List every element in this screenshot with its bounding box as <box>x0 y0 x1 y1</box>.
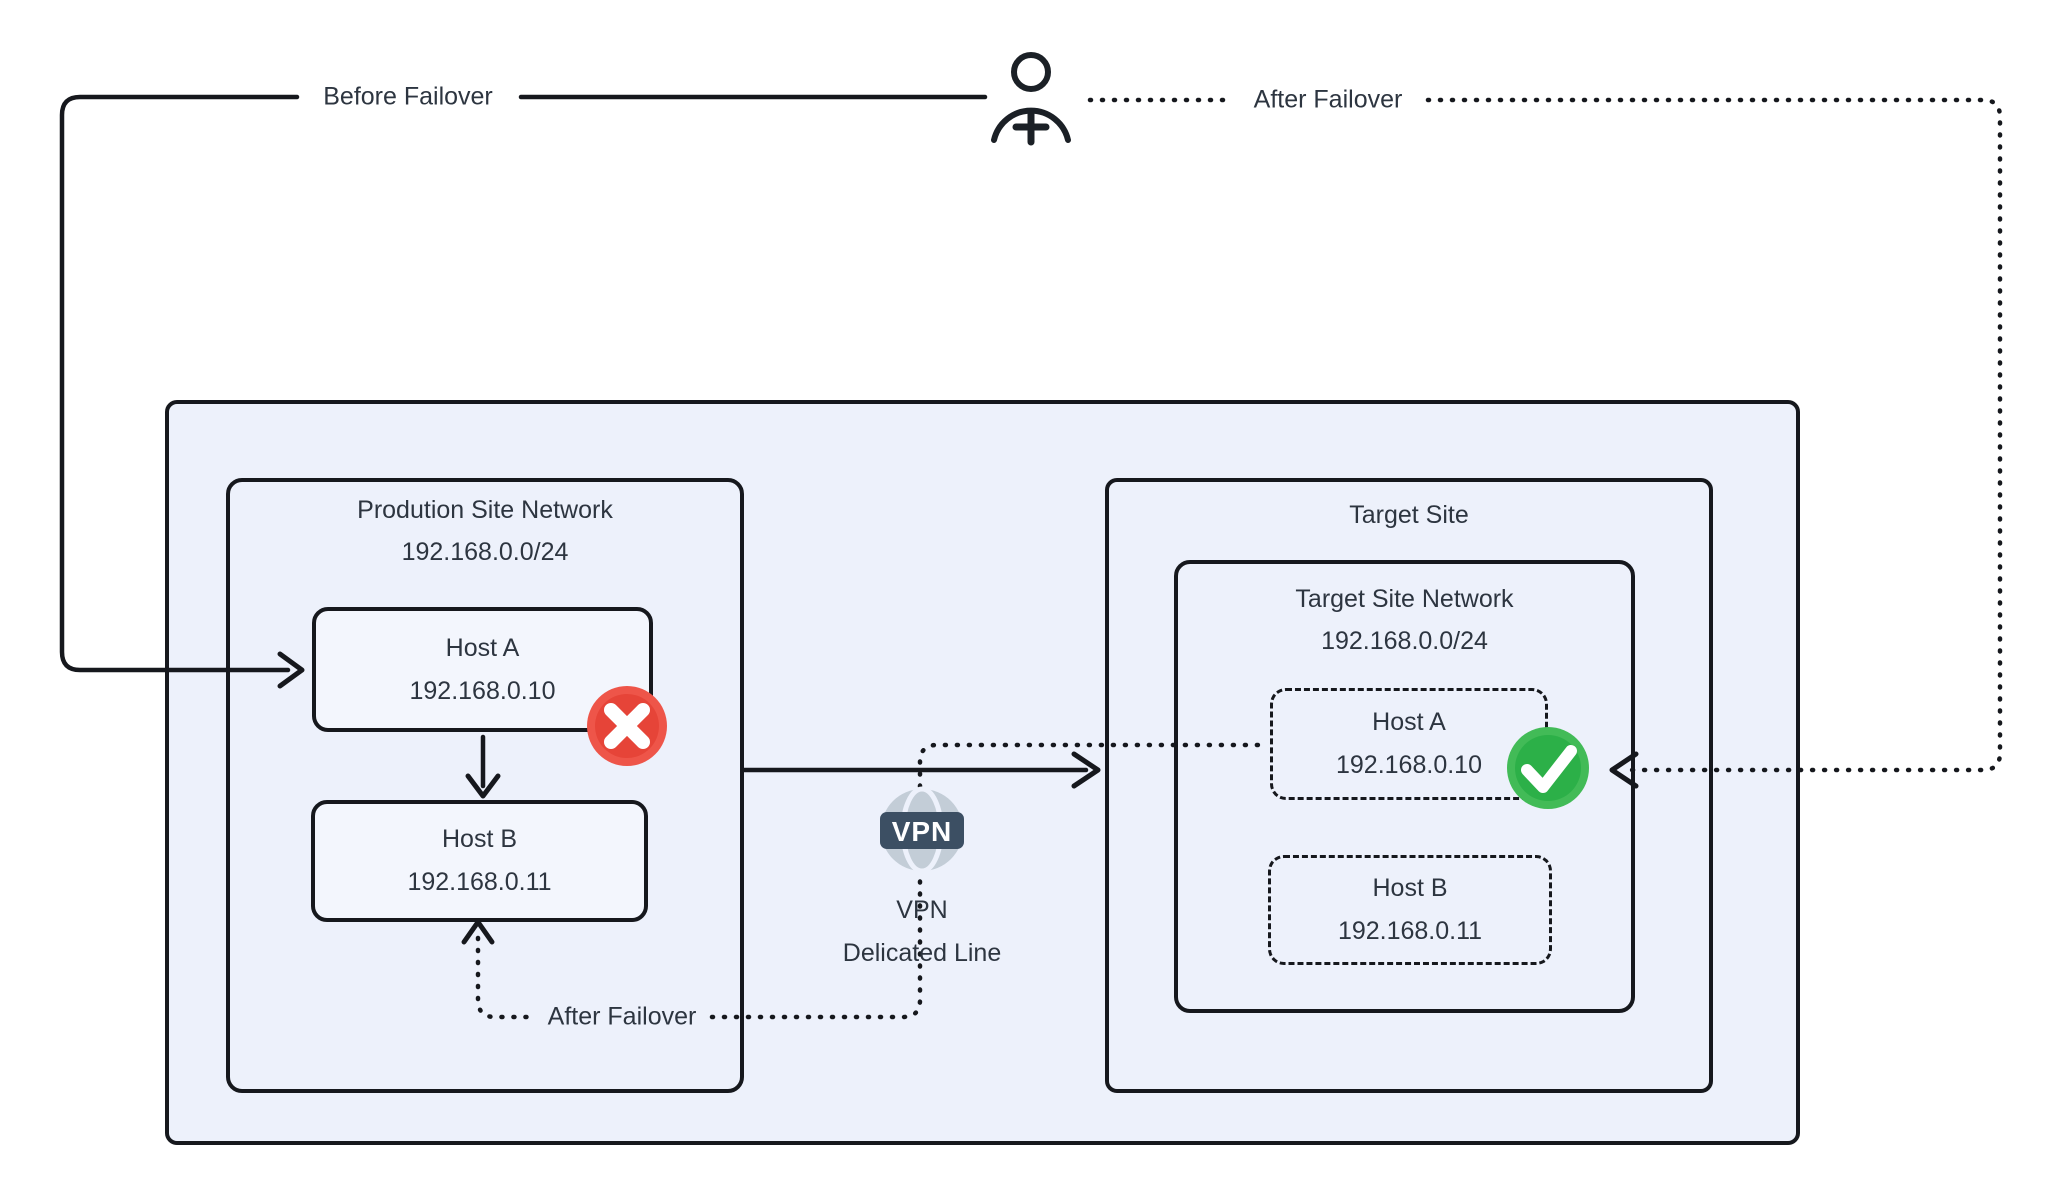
production-host-a-ip: 192.168.0.10 <box>409 676 556 705</box>
target-site-network-title: Target Site Network <box>1295 585 1514 613</box>
vpn-icon: VPN <box>880 786 964 874</box>
after-failover-top-arrowhead <box>1609 751 1639 789</box>
target-site-title-block: Target Site <box>1115 494 1703 536</box>
production-host-b-box <box>311 800 648 922</box>
production-site-title-block: Prodution Site Network 192.168.0.0/24 <box>236 489 734 573</box>
target-host-a-text: Host A 192.168.0.10 <box>1270 688 1548 800</box>
target-host-b-name: Host B <box>1372 874 1448 902</box>
vpn-caption: VPN Delicated Line <box>772 889 1072 975</box>
target-host-a-name: Host A <box>1372 708 1446 736</box>
target-host-b-text: Host B 192.168.0.11 <box>1268 855 1552 965</box>
vpn-badge-text: VPN <box>892 816 953 847</box>
success-badge <box>1507 727 1589 809</box>
production-site-subnet: 192.168.0.0/24 <box>401 538 569 566</box>
target-host-b-box <box>1268 855 1552 965</box>
hosta-to-hostb-arrowhead <box>465 773 501 799</box>
vpn-caption-line2: Delicated Line <box>842 939 1002 967</box>
production-host-b-ip: 192.168.0.11 <box>407 868 552 896</box>
after-failover-bottom-arrowhead <box>461 919 495 945</box>
site-to-site-arrowhead <box>1071 751 1101 789</box>
target-host-b-ip: 192.168.0.11 <box>1337 917 1483 945</box>
before-failover-arrowhead <box>277 651 305 689</box>
after-failover-bottom-line-left <box>475 935 535 1020</box>
before-failover-line-left-down <box>59 94 300 673</box>
user-head <box>1011 52 1051 92</box>
production-host-b-name: Host B <box>441 825 518 853</box>
success-check-icon <box>1521 745 1577 793</box>
after-failover-top-line-right-down <box>1425 97 2003 773</box>
production-host-a-name: Host A <box>445 633 520 662</box>
production-host-a-text: Host A 192.168.0.10 <box>312 607 653 732</box>
vpn-caption-line1: VPN <box>896 896 948 924</box>
error-x-icon <box>604 703 650 749</box>
after-failover-bottom-line-right-up <box>709 742 1265 1020</box>
error-badge <box>587 686 667 766</box>
after-failover-top-label: After Failover <box>1243 83 1413 117</box>
user-plus-icon <box>991 52 1071 146</box>
vpn-badge <box>880 812 964 849</box>
after-failover-bottom-label: After Failover <box>537 1000 707 1034</box>
production-host-b-text: Host B 192.168.0.11 <box>311 800 648 922</box>
production-site-title: Prodution Site Network <box>357 496 613 524</box>
target-host-a-ip: 192.168.0.10 <box>1336 751 1482 779</box>
user-plus-sign <box>1012 109 1050 146</box>
target-site-title: Target Site <box>1349 501 1469 529</box>
target-site-network-title-block: Target Site Network 192.168.0.0/24 <box>1184 578 1625 662</box>
target-site-network-subnet: 192.168.0.0/24 <box>1321 627 1488 655</box>
before-failover-label: Before Failover <box>313 80 503 114</box>
